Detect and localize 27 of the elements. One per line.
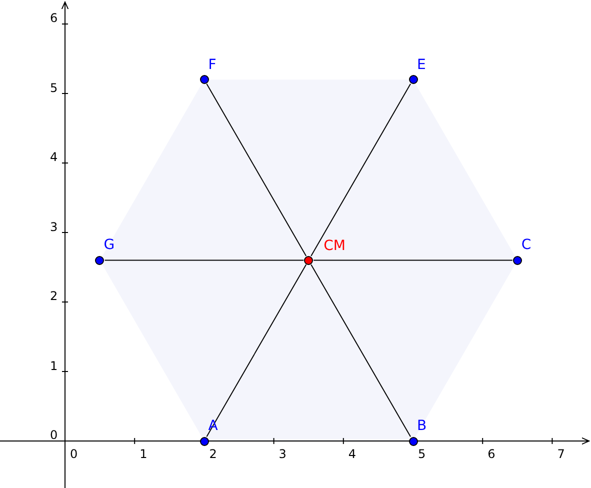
y-tick-label: 2: [50, 290, 58, 303]
x-tick-label: 6: [488, 448, 496, 461]
point-label: G: [104, 238, 115, 254]
y-tick-label: 3: [50, 220, 58, 234]
line-segment: [104, 260, 304, 261]
line-segment: [310, 83, 411, 256]
point-label: CM: [324, 239, 346, 254]
x-tick-label: 7: [557, 448, 565, 461]
x-tick-label: 3: [278, 448, 286, 461]
y-tick-label: 1: [50, 360, 58, 372]
point-label: B: [417, 419, 427, 434]
x-tick-label: 0: [70, 448, 78, 461]
point-label: C: [521, 238, 532, 254]
line-segment: [206, 264, 307, 438]
line-segment: [206, 83, 307, 256]
y-tick-label: 0: [50, 429, 58, 442]
x-tick-label: 1: [140, 448, 148, 461]
y-tick-label: 4: [50, 151, 58, 164]
y-tick-label: 5: [50, 82, 58, 94]
line-segment: [310, 264, 411, 438]
x-tick-label: 2: [209, 448, 217, 461]
x-tick-label: 5: [418, 448, 426, 461]
point-label: E: [417, 58, 426, 73]
x-tick-label: 4: [348, 448, 356, 461]
y-tick-label: 6: [50, 12, 58, 25]
line-segment: [313, 260, 513, 261]
point-label: F: [208, 58, 216, 73]
